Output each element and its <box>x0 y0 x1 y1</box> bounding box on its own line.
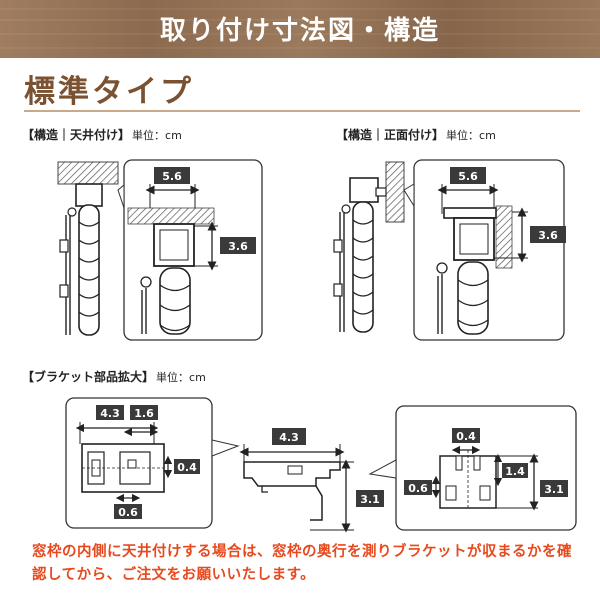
left-width-a-label: 4.3 <box>100 407 120 420</box>
caption-ceiling-label: 【構造｜天井付け】 <box>22 128 131 142</box>
right-height-label: 3.1 <box>544 483 564 496</box>
caption-ceiling-mount: 【構造｜天井付け】単位：cm <box>22 126 182 143</box>
page-title: 取り付け寸法図・構造 <box>159 16 440 46</box>
front-mount-diagram: 5.6 3.6 <box>333 159 566 341</box>
ceiling-hatch <box>57 161 119 185</box>
left-width-b-label: 1.6 <box>134 407 154 420</box>
header-banner: 取り付け寸法図・構造 <box>0 0 600 58</box>
ceiling-width-label: 5.6 <box>162 170 182 183</box>
front-width-label: 5.6 <box>458 170 478 183</box>
section-divider <box>24 110 580 112</box>
caption-bracket-detail: 【ブラケット部品拡大】単位：cm <box>22 368 206 385</box>
right-top-label: 0.4 <box>456 430 476 443</box>
right-left-label: 0.6 <box>408 482 428 495</box>
caption-bracket-label: 【ブラケット部品拡大】 <box>22 370 155 384</box>
center-height-label: 3.1 <box>360 493 380 506</box>
bracket-side-view: 4.3 3.1 <box>239 428 384 533</box>
caption-front-mount: 【構造｜正面付け】単位：cm <box>336 126 496 143</box>
ceiling-height-label: 3.6 <box>228 240 248 253</box>
section-title: 標準タイプ <box>24 74 194 110</box>
installation-note: 窓枠の内側に天井付けする場合は、窓枠の奥行を測りブラケットが収まるかを確認してか… <box>32 544 572 583</box>
wall-hatch <box>385 161 405 223</box>
ceiling-mount-diagram: 5.6 3.6 <box>57 159 263 341</box>
bracket-top-view: 4.3 1.6 0.4 0.6 <box>65 397 240 529</box>
caption-front-unit: 単位：cm <box>446 129 496 142</box>
right-mid-label: 1.4 <box>505 465 525 478</box>
caption-ceiling-unit: 単位：cm <box>132 129 182 142</box>
bracket-front-view: 0.4 1.4 0.6 3.1 <box>368 405 577 531</box>
center-width-label: 4.3 <box>279 431 299 444</box>
front-height-label: 3.6 <box>538 229 558 242</box>
bracket-head <box>75 183 103 207</box>
left-bottom-label: 0.6 <box>118 506 138 519</box>
left-height-label: 0.4 <box>177 461 197 474</box>
head-rail <box>78 204 100 336</box>
caption-bracket-unit: 単位：cm <box>156 371 206 384</box>
caption-front-label: 【構造｜正面付け】 <box>336 128 445 142</box>
